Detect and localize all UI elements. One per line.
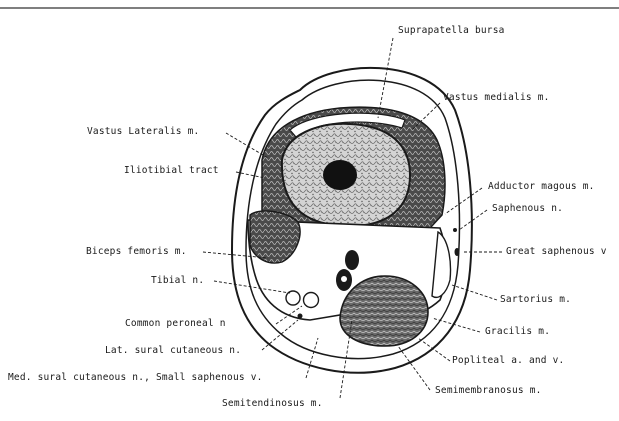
label-great-saphenous-v: Great saphenous v — [506, 246, 607, 258]
popliteal-lumen — [341, 276, 347, 282]
label-biceps-femoris: Biceps femoris m. — [86, 246, 187, 258]
label-tibial-n: Tibial n. — [151, 275, 204, 287]
label-semitendinosus: Semitendinosus m. — [222, 398, 323, 410]
great-saphenous-vein — [455, 248, 460, 256]
label-lat-sural: Lat. sural cutaneous n. — [105, 345, 241, 357]
label-adductor-magnus: Adductor magous m. — [488, 181, 595, 193]
label-semimembranosus: Semimembranosus m. — [435, 385, 542, 397]
label-vastus-lateralis: Vastus Lateralis m. — [87, 126, 199, 138]
label-saphenous-n: Saphenous n. — [492, 203, 563, 215]
tibial-nerve — [304, 293, 319, 308]
label-common-peroneal: Common peroneal n — [125, 318, 226, 330]
label-suprapatella-bursa: Suprapatella bursa — [398, 25, 505, 37]
bone-marrow — [323, 160, 357, 190]
label-med-sural: Med. sural cutaneous n., Small saphenous… — [8, 372, 263, 384]
popliteal-artery — [345, 250, 359, 270]
label-iliotibial-tract: Iliotibial tract — [124, 165, 219, 177]
label-sartorius: Sartorius m. — [500, 294, 571, 306]
saphenous-nerve-dot — [453, 228, 457, 232]
label-gracilis: Gracilis m. — [485, 326, 550, 338]
label-vastus-medialis: Vastus medialis m. — [443, 92, 550, 104]
label-popliteal: Popliteal a. and v. — [452, 355, 564, 367]
lat-sural-nerve — [298, 314, 303, 319]
